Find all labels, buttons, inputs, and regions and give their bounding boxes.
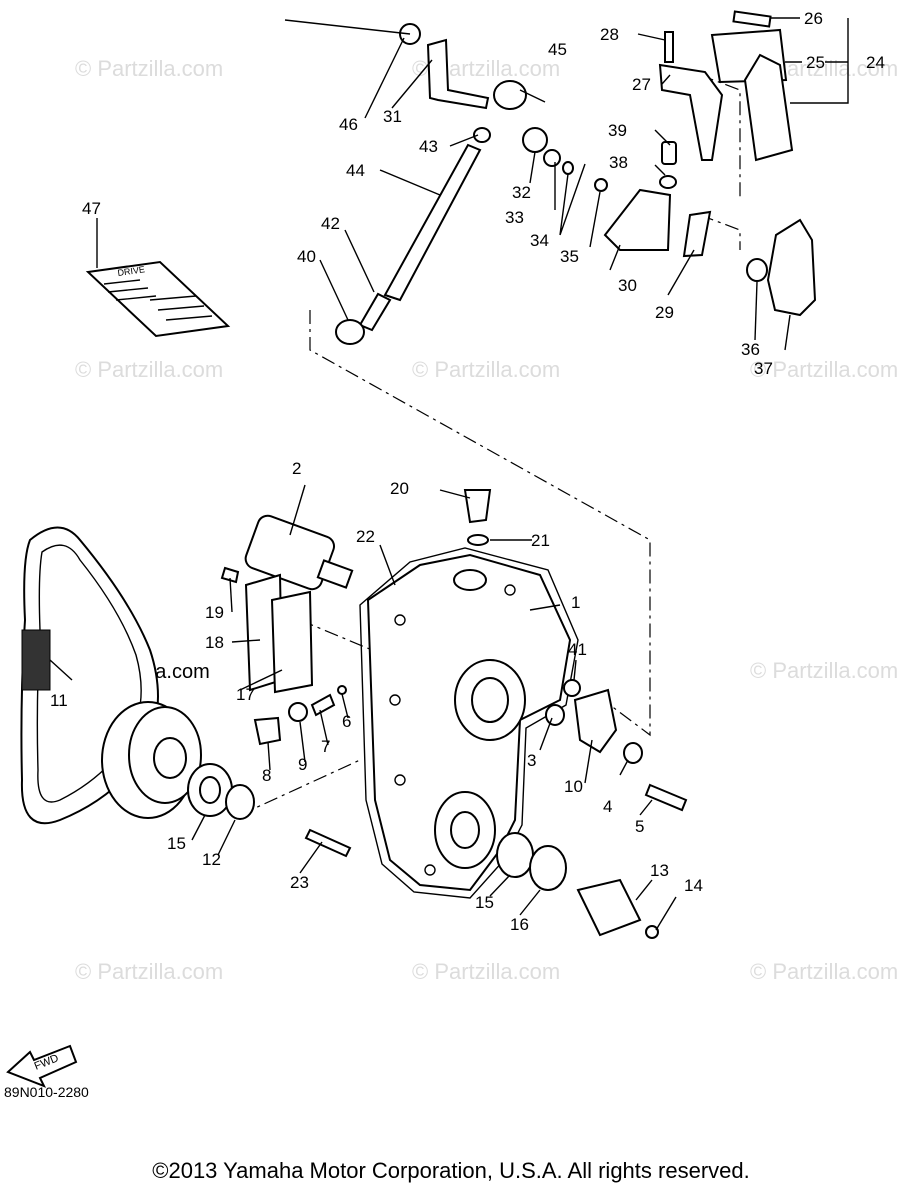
callout-31: 31 (383, 107, 402, 126)
callout-38: 38 (609, 153, 628, 172)
callout-9: 9 (298, 755, 307, 774)
callout-1: 1 (571, 593, 580, 612)
callout-21: 21 (531, 531, 550, 550)
callout-14: 14 (684, 876, 703, 895)
watermark: © Partzilla.com (75, 959, 223, 984)
watermark: © Partzilla.com (750, 658, 898, 683)
callout-34: 34 (530, 231, 549, 250)
callout-43: 43 (419, 137, 438, 156)
watermark: © Partzilla.com (75, 357, 223, 382)
decal-label: DRIVE (117, 264, 146, 278)
bearing-left (187, 763, 255, 820)
callout-40: 40 (297, 247, 316, 266)
fwd-arrow: FWD (6, 1044, 78, 1088)
callouts: 1 2 3 4 5 6 7 8 9 10 11 12 13 14 15 15 1… (50, 9, 885, 934)
callout-41: 41 (568, 640, 587, 659)
watermark: © Partzilla.com (412, 357, 560, 382)
callout-15: 15 (475, 893, 494, 912)
shift-linkage (335, 10, 817, 345)
callout-19: 19 (205, 603, 224, 622)
watermark: © Partzilla.com (750, 959, 898, 984)
callout-26: 26 (804, 9, 823, 28)
shift-fork (244, 514, 354, 591)
callout-35: 35 (560, 247, 579, 266)
callout-25: 25 (806, 53, 825, 72)
callout-28: 28 (600, 25, 619, 44)
callout-6: 6 (342, 712, 351, 731)
callout-8: 8 (262, 766, 271, 785)
callout-23: 23 (290, 873, 309, 892)
callout-18: 18 (205, 633, 224, 652)
copyright-notice: ©2013 Yamaha Motor Corporation, U.S.A. A… (152, 1158, 750, 1183)
callout-2: 2 (292, 459, 301, 478)
callout-39: 39 (608, 121, 627, 140)
callout-24: 24 (866, 53, 885, 72)
callout-15: 15 (167, 834, 186, 853)
sprocket (101, 701, 202, 819)
drive-decal: DRIVE (85, 260, 231, 338)
callout-32: 32 (512, 183, 531, 202)
small-parts (220, 489, 688, 939)
callout-13: 13 (650, 861, 669, 880)
callout-7: 7 (321, 737, 330, 756)
callout-22: 22 (356, 527, 375, 546)
diagram-code: 89N010-2280 (4, 1084, 89, 1100)
callout-16: 16 (510, 915, 529, 934)
callout-42: 42 (321, 214, 340, 233)
callout-11: 11 (50, 691, 68, 710)
watermark: © Partzilla.com (750, 357, 898, 382)
watermark-group: © Partzilla.com © Partzilla.com © Partzi… (75, 56, 898, 984)
callout-46: 46 (339, 115, 358, 134)
callout-27: 27 (632, 75, 651, 94)
callout-17: 17 (236, 685, 255, 704)
callout-4: 4 (603, 797, 612, 816)
callout-37: 37 (754, 359, 773, 378)
gearcase (359, 547, 579, 899)
callout-45: 45 (548, 40, 567, 59)
plates (244, 573, 314, 694)
callout-29: 29 (655, 303, 674, 322)
callout-36: 36 (741, 340, 760, 359)
leader-lines (49, 17, 849, 931)
callout-33: 33 (505, 208, 524, 227)
callout-20: 20 (390, 479, 409, 498)
callout-5: 5 (635, 817, 644, 836)
callout-12: 12 (202, 850, 221, 869)
watermark: © Partzilla.com (412, 959, 560, 984)
callout-10: 10 (564, 777, 583, 796)
callout-3: 3 (527, 751, 536, 770)
callout-47: 47 (82, 199, 101, 218)
watermark: © Partzilla.com (75, 56, 223, 81)
callout-30: 30 (618, 276, 637, 295)
callout-44: 44 (346, 161, 365, 180)
